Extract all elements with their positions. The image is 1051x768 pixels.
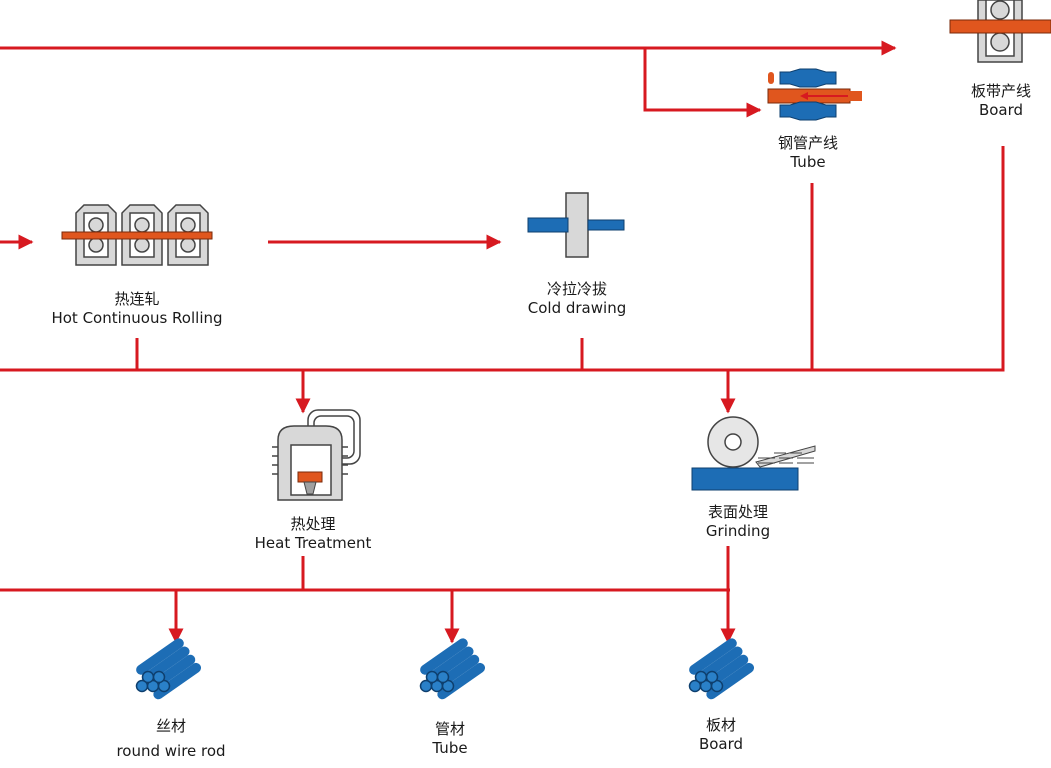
grinding-label-en: Grinding <box>705 522 771 540</box>
tube-mill-icon <box>767 68 862 121</box>
tube-bundle-icon <box>417 635 488 703</box>
cold-drawing-label-en: Cold drawing <box>527 299 627 317</box>
tube-line-label-zh: 钢管产线 <box>777 134 838 152</box>
heat-treatment-label: 热处理 Heat Treatment <box>223 515 403 553</box>
hot-rolling-label-en: Hot Continuous Rolling <box>51 309 223 327</box>
board-line-label-en: Board <box>978 101 1024 119</box>
tube-product-label: 管材 Tube <box>400 720 500 758</box>
heat-treatment-label-en: Heat Treatment <box>254 534 372 552</box>
grinding-icon <box>691 416 816 491</box>
board-product-label-zh: 板材 <box>705 716 736 734</box>
wire-rod-product-label-en: round wire rod <box>116 742 226 760</box>
flow-lines <box>0 40 1005 644</box>
heat-treatment-label-zh: 热处理 <box>290 515 336 533</box>
cold-drawing-label-zh: 冷拉冷拔 <box>546 280 607 298</box>
cold-drawing-label: 冷拉冷拔 Cold drawing <box>507 280 647 318</box>
wire-rod-product-label: 丝材 round wire rod <box>101 717 241 761</box>
tube-line-label-en: Tube <box>790 153 826 171</box>
board-mill-icon <box>949 0 1051 63</box>
board-line-label-zh: 板带产线 <box>970 82 1031 100</box>
rolling-mill-icon <box>61 204 213 266</box>
board-down-line <box>0 146 1005 372</box>
board-line-label: 板带产线 Board <box>953 82 1049 120</box>
hot-rolling-label: 热连轧 Hot Continuous Rolling <box>27 290 247 328</box>
board-product-label: 板材 Board <box>671 716 771 754</box>
tube-product-label-en: Tube <box>432 739 468 757</box>
wire-rod-product-label-zh: 丝材 <box>155 717 186 735</box>
tube-line-label: 钢管产线 Tube <box>758 134 858 172</box>
grinding-label-zh: 表面处理 <box>707 503 768 521</box>
tube-branch-line <box>643 48 762 118</box>
board-product-label-en: Board <box>698 735 744 753</box>
board-bundle-icon <box>686 635 757 703</box>
wire-rod-bundle-icon <box>133 635 204 703</box>
tube-product-label-zh: 管材 <box>434 720 465 738</box>
grinding-label: 表面处理 Grinding <box>678 503 798 541</box>
heat-treatment-furnace-icon <box>272 409 361 501</box>
hot-rolling-label-zh: 热连轧 <box>114 290 160 308</box>
cold-drawing-icon <box>527 192 625 258</box>
